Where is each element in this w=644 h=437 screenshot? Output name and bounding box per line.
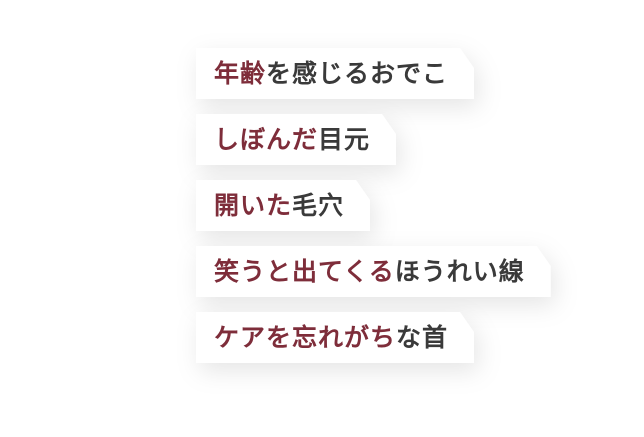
concern-plain-text: な首 — [396, 323, 449, 352]
concern-accent-text: 開いた — [214, 191, 293, 220]
concern-accent-text: 年齢 — [214, 59, 267, 88]
concern-list: 年齢を感じるおでこ しぼんだ目元 開いた毛穴 笑うと出てくるほうれい線 ケアを忘… — [196, 48, 551, 378]
concern-tag-card: 開いた毛穴 — [196, 180, 370, 231]
concern-accent-text: ケアを忘れがち — [214, 323, 397, 352]
concern-tag-card: しぼんだ目元 — [196, 114, 396, 165]
concern-tag-text: 年齢を感じるおでこ — [214, 61, 448, 86]
concern-plain-text: 目元 — [318, 125, 371, 154]
concern-tag-text: しぼんだ目元 — [214, 127, 370, 152]
concern-tag-text: 開いた毛穴 — [214, 193, 344, 218]
concern-tag-card: 笑うと出てくるほうれい線 — [196, 246, 551, 297]
concern-accent-text: しぼんだ — [214, 125, 319, 154]
concern-accent-text: 笑うと出てくる — [214, 257, 395, 286]
concern-plain-text: 毛穴 — [292, 191, 345, 220]
concern-tag-pores: 開いた毛穴 — [196, 180, 551, 246]
concern-tag-card: ケアを忘れがちな首 — [196, 312, 474, 363]
concern-tag-text: ケアを忘れがちな首 — [214, 325, 448, 350]
concern-tag-card: 年齢を感じるおでこ — [196, 48, 474, 99]
concern-tag-eyes: しぼんだ目元 — [196, 114, 551, 180]
concern-tag-text: 笑うと出てくるほうれい線 — [214, 259, 525, 284]
concern-plain-text: を感じるおでこ — [266, 59, 449, 88]
concern-tag-neck: ケアを忘れがちな首 — [196, 312, 551, 378]
concern-tag-forehead: 年齢を感じるおでこ — [196, 48, 551, 114]
concern-tag-smile-lines: 笑うと出てくるほうれい線 — [196, 246, 551, 312]
concern-plain-text: ほうれい線 — [394, 257, 525, 286]
